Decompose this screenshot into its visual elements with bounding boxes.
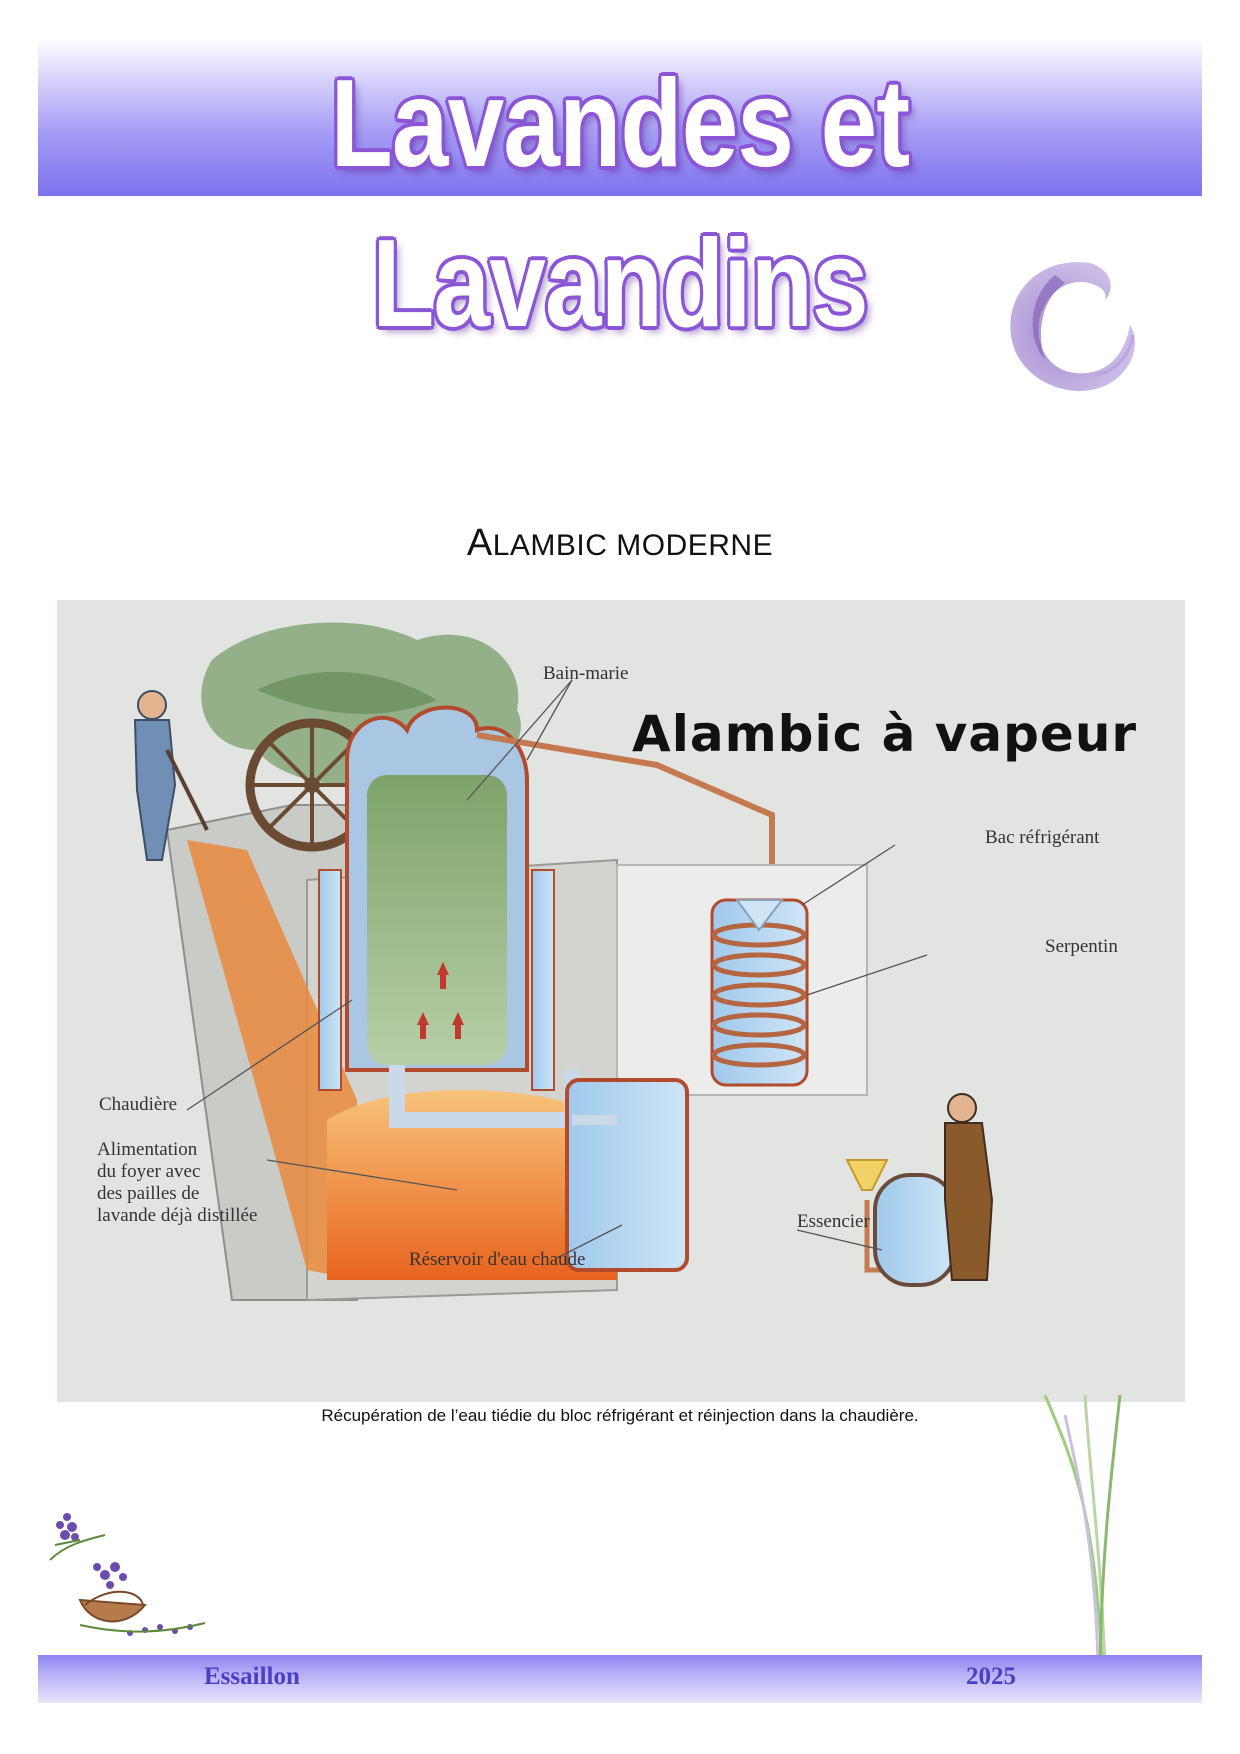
label-alimentation-3: des pailles de: [97, 1183, 200, 1204]
header-band: [38, 38, 1202, 196]
alambic-drawing: [133, 622, 994, 1302]
label-bac-refrigerant: Bac réfrigérant: [985, 827, 1100, 848]
footer-year: 2025: [966, 1663, 1016, 1690]
label-reservoir: Réservoir d'eau chaude: [409, 1249, 586, 1270]
label-alimentation-4: lavande déjà distillée: [97, 1205, 258, 1226]
label-alimentation-1: Alimentation: [97, 1139, 198, 1160]
footer-location: Essaillon: [204, 1663, 300, 1690]
section-title: ALAMBIC MODERNE: [466, 522, 774, 564]
lavender-basket-illustration: [49, 1513, 206, 1636]
label-essencier: Essencier: [797, 1211, 870, 1232]
document-title: Lavandes et Lavandins: [330, 55, 911, 353]
label-chaudiere: Chaudière: [99, 1094, 178, 1115]
footer-band: [38, 1655, 1202, 1703]
decorative-stems: [1043, 1395, 1122, 1665]
label-alimentation-2: du foyer avec: [97, 1161, 201, 1182]
figure-heading: Alambic à vapeur: [632, 705, 1138, 763]
label-bain-marie: Bain-marie: [543, 663, 629, 684]
alambic-illustration: Alambic à vapeur Bain-marie Bac réfrigér…: [57, 600, 1185, 1402]
label-serpentin: Serpentin: [1045, 936, 1118, 957]
figure-caption: Récupération de l’eau tiédie du bloc réf…: [321, 1406, 919, 1425]
brush-circle-logo: [1010, 262, 1135, 392]
